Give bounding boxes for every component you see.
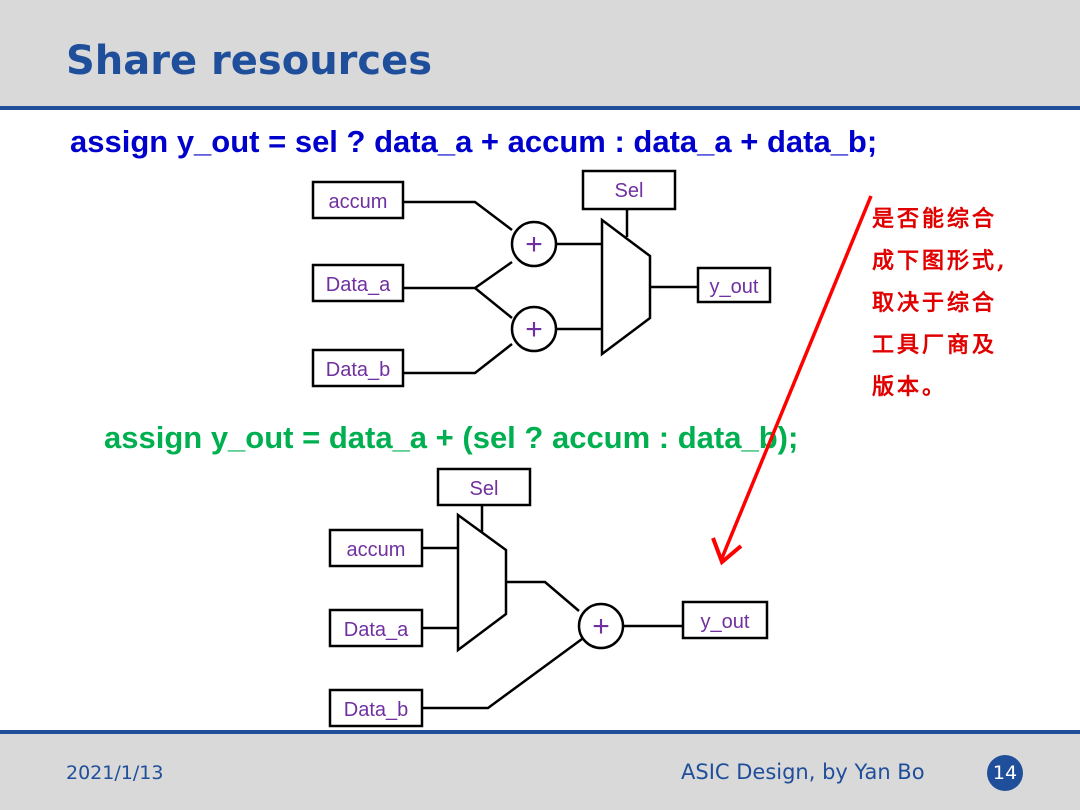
top-sel-label: Sel: [615, 180, 644, 202]
note-line: 成下图形式,: [872, 248, 1008, 274]
top-data-b-box: [311, 348, 405, 388]
bottom-y-out-label: y_out: [701, 611, 750, 633]
code-line-1: assign y_out = sel ? data_a + accum : da…: [70, 124, 878, 159]
header-divider: [0, 106, 1080, 110]
bottom-mux: [456, 512, 508, 653]
annotation-note: 是否能综合 成下图形式, 取决于综合 工具厂商及 版本。: [872, 198, 1062, 408]
top-mux: [600, 217, 652, 357]
bottom-accum-label: accum: [347, 539, 406, 561]
bottom-data-a-label: Data_a: [344, 619, 409, 641]
note-line: 取决于综合: [872, 290, 998, 316]
red-arrow-icon: [711, 195, 873, 566]
top-accum-box: [311, 180, 405, 220]
top-data-b-label: Data_b: [326, 359, 391, 381]
footer-date: 2021/1/13: [66, 762, 164, 784]
bottom-y-out-box: [681, 600, 769, 640]
slide-title: Share resources: [66, 38, 433, 84]
footer-course: ASIC Design, by Yan Bo: [681, 760, 925, 784]
page-number-badge: 14: [987, 755, 1023, 791]
top-y-out-box: [696, 266, 772, 304]
code-line-2: assign y_out = data_a + (sel ? accum : d…: [104, 420, 799, 455]
top-accum-label: accum: [329, 191, 388, 213]
top-sel-box: [581, 169, 677, 211]
note-line: 版本。: [872, 374, 948, 400]
top-adder-2-plus: +: [525, 313, 543, 346]
note-line: 是否能综合: [872, 206, 998, 232]
header-bar: [0, 0, 1080, 107]
bottom-sel-label: Sel: [470, 478, 499, 500]
note-line: 工具厂商及: [872, 332, 998, 358]
footer-divider: [0, 730, 1080, 734]
bottom-data-b-label: Data_b: [344, 699, 409, 721]
top-data-a-box: [311, 263, 405, 303]
footer-bar: [0, 730, 1080, 810]
top-data-a-label: Data_a: [326, 274, 391, 296]
bottom-adder-plus: +: [592, 610, 610, 643]
top-y-out-label: y_out: [710, 276, 759, 298]
bottom-sel-box: [436, 467, 532, 507]
top-adder-1-plus: +: [525, 228, 543, 261]
